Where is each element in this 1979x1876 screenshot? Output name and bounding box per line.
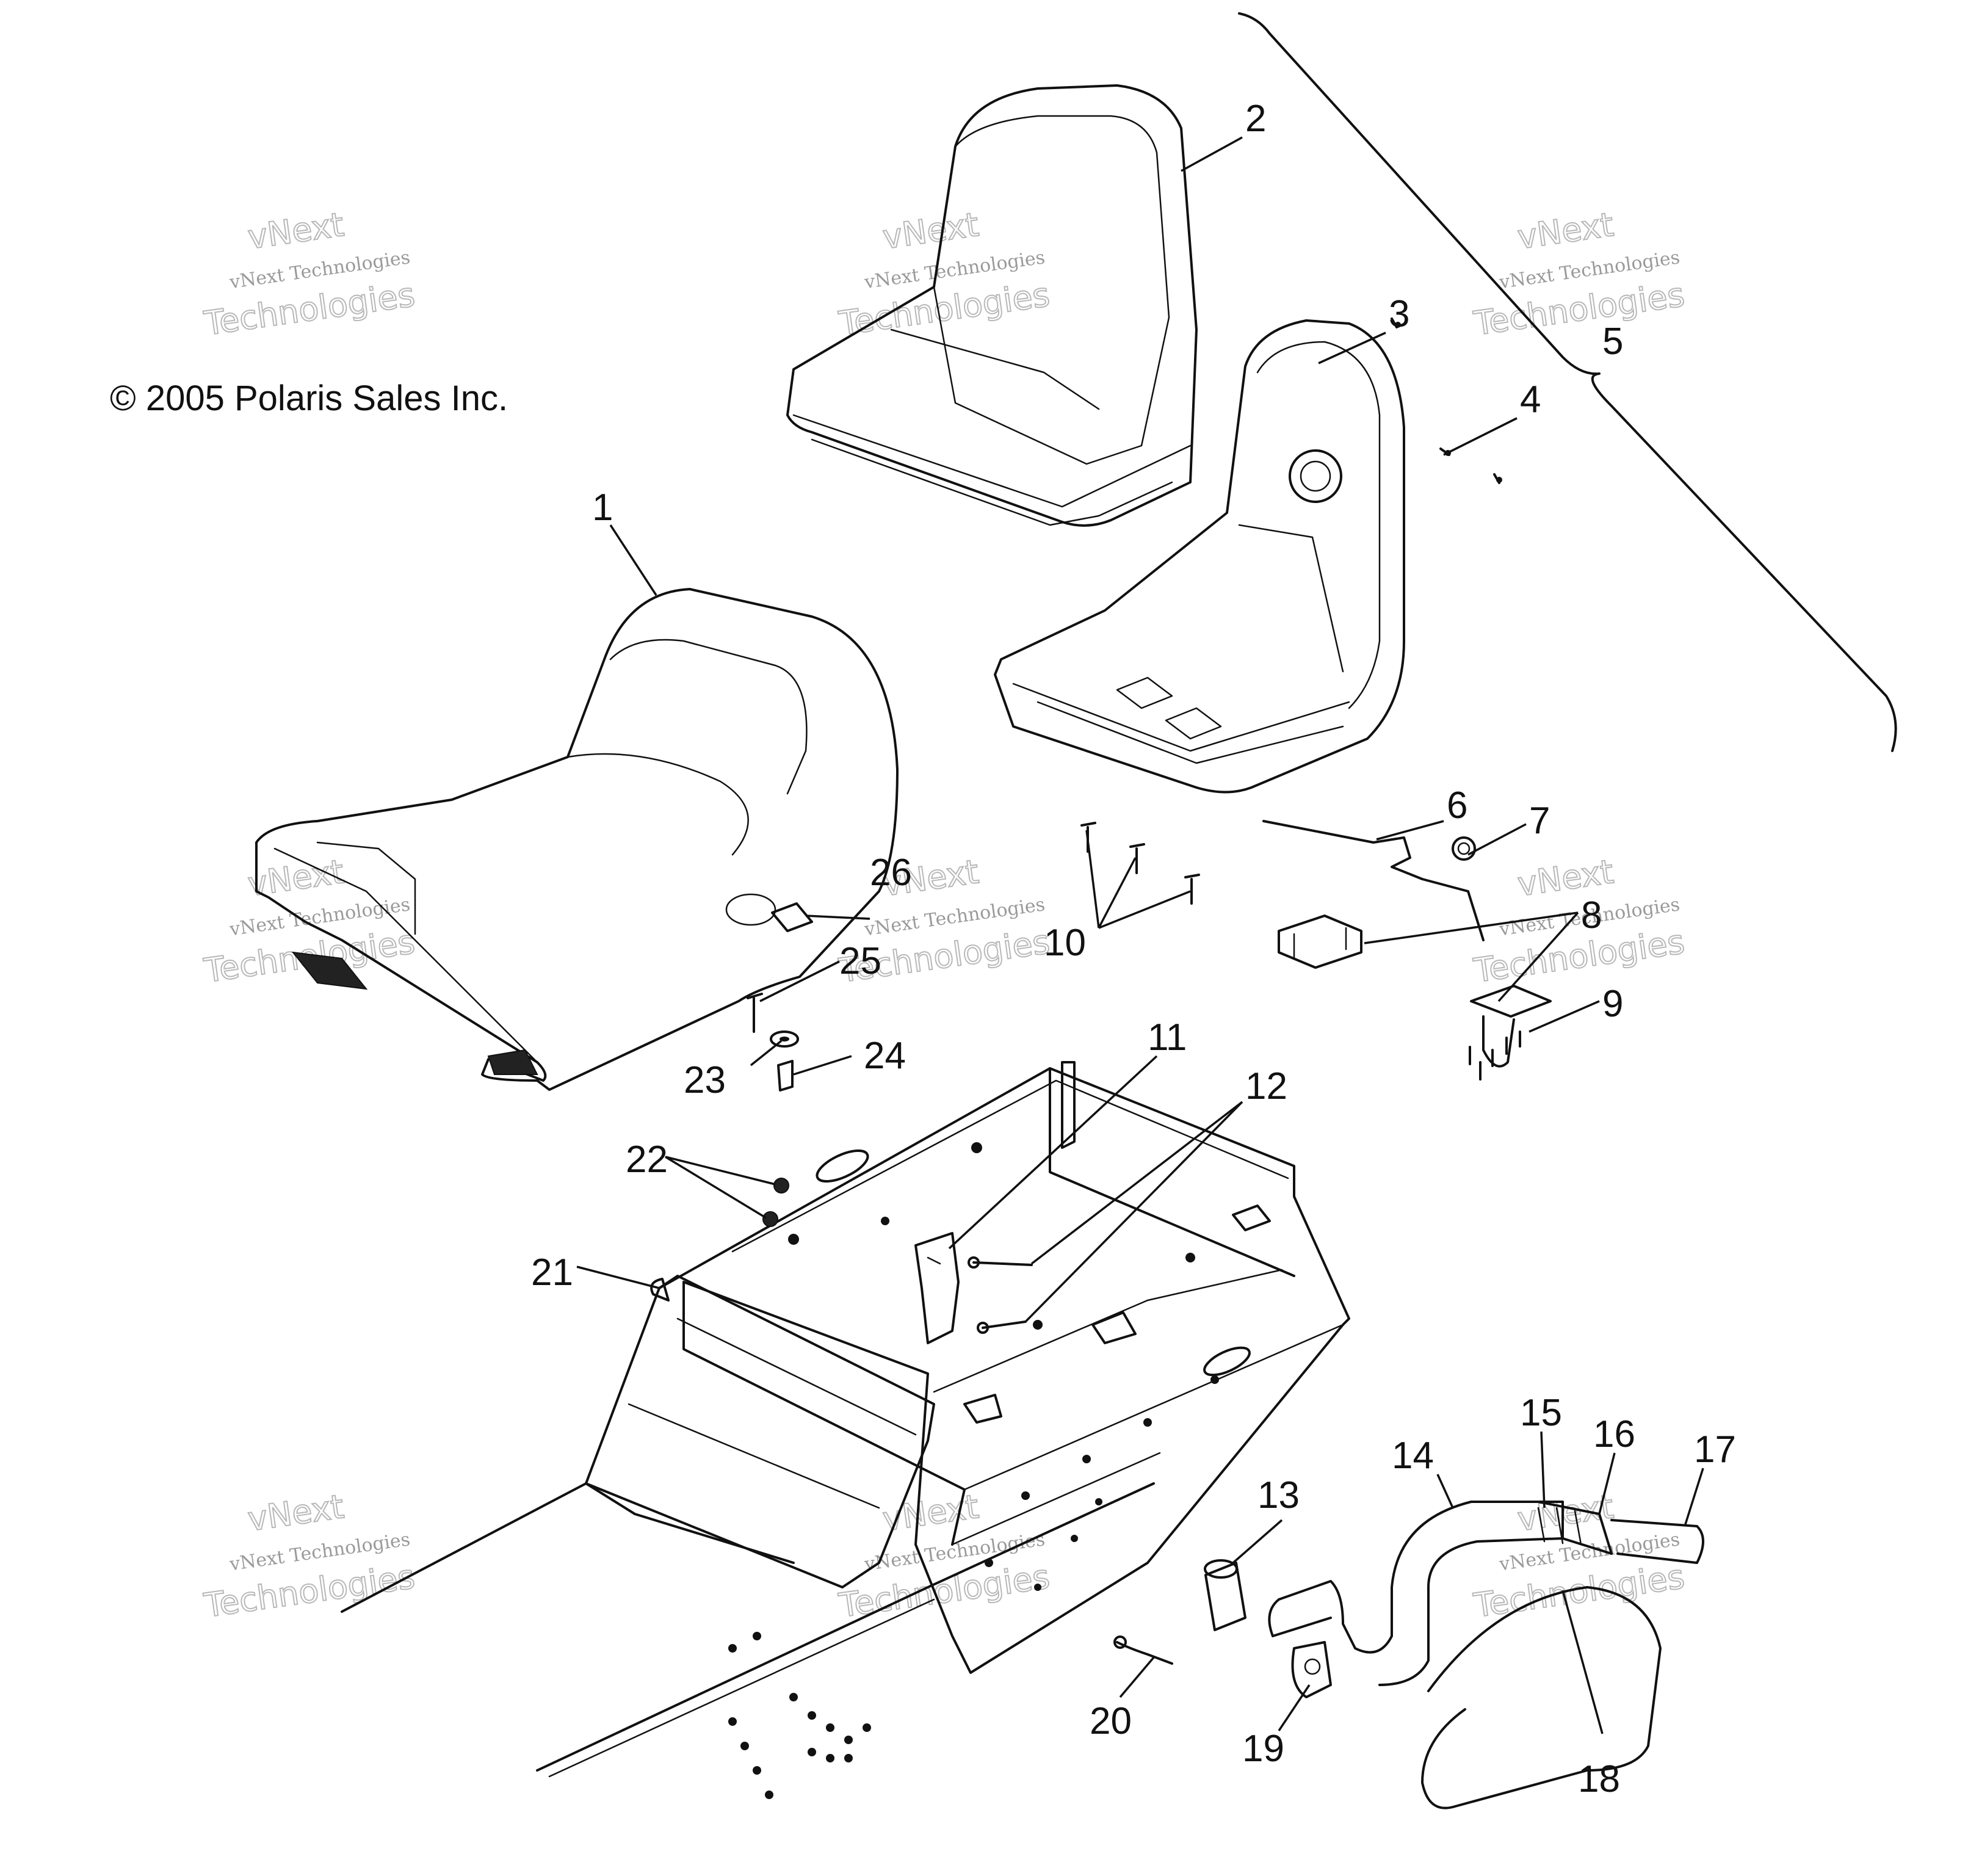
watermark: vNext vNext Technologies Technologies [836, 205, 1052, 344]
bolts-10 [1080, 822, 1200, 905]
svg-text:vNext: vNext [245, 852, 346, 904]
watermark: vNext vNext Technologies Technologies [201, 205, 418, 344]
svg-text:vNext: vNext [880, 1487, 981, 1538]
svg-text:vNext: vNext [880, 205, 981, 256]
cable [1113, 1635, 1173, 1665]
callout-12: 12 [1245, 1065, 1287, 1107]
callout-26: 26 [870, 852, 912, 894]
callout-16: 16 [1593, 1413, 1635, 1455]
callout-24: 24 [864, 1035, 906, 1077]
callout-17: 17 [1694, 1429, 1736, 1471]
handle-pad [1421, 1586, 1662, 1809]
seat-latch [771, 902, 813, 932]
callout-5: 5 [1602, 321, 1623, 363]
callout-22: 22 [626, 1139, 668, 1181]
callout-7: 7 [1529, 800, 1550, 842]
group-bracket [1238, 12, 1897, 752]
callout-14: 14 [1392, 1435, 1434, 1477]
callout-9: 9 [1602, 983, 1623, 1025]
watermark: vNext vNext Technologies Technologies [1471, 205, 1687, 344]
chassis-tunnel [658, 1061, 1350, 1674]
callout-1: 1 [592, 487, 613, 529]
callout-numbers: 1 2 3 4 5 6 7 8 9 10 11 12 13 14 15 16 1… [531, 98, 1736, 1800]
svg-text:vNext: vNext [1515, 1487, 1616, 1538]
seat-cushion [786, 84, 1198, 527]
hinge-pins [968, 1256, 1033, 1334]
seat-base [994, 319, 1405, 794]
svg-text:vNext: vNext [245, 1487, 346, 1538]
svg-text:vNext: vNext [245, 205, 346, 256]
callout-11: 11 [1148, 1016, 1187, 1059]
watermark: vNext vNext Technologies Technologies [201, 1487, 418, 1626]
clamp [1291, 1641, 1332, 1698]
callout-18: 18 [1578, 1758, 1620, 1800]
seat-latch-boss [1289, 449, 1342, 503]
latch-brackets [1278, 914, 1552, 1068]
hinge [914, 1232, 960, 1344]
nuts [762, 1178, 789, 1227]
spring [1452, 836, 1476, 861]
bushing [1204, 1559, 1246, 1631]
callout-10: 10 [1044, 922, 1086, 964]
fasteners-23-25 [747, 993, 799, 1092]
copyright-notice: © 2005 Polaris Sales Inc. [110, 378, 508, 418]
callout-15: 15 [1520, 1392, 1562, 1434]
callout-8: 8 [1581, 894, 1602, 936]
main-seat [255, 588, 899, 1091]
leader-lines [576, 136, 1704, 1734]
callout-19: 19 [1242, 1728, 1284, 1770]
callout-2: 2 [1245, 98, 1266, 140]
callout-21: 21 [531, 1251, 573, 1294]
rear-bumper [585, 1275, 935, 1588]
callout-20: 20 [1090, 1700, 1132, 1742]
running-board [341, 1482, 1155, 1799]
screws-9 [1469, 1030, 1521, 1081]
callout-13: 13 [1257, 1474, 1300, 1516]
svg-text:vNext: vNext [1515, 205, 1616, 256]
grab-handle [1268, 1501, 1704, 1686]
callout-23: 23 [684, 1059, 726, 1101]
latch-rod [1262, 820, 1485, 941]
callout-6: 6 [1447, 784, 1467, 827]
screws [1391, 317, 1502, 484]
callout-25: 25 [839, 940, 881, 982]
tunnel-holes [788, 1142, 1219, 1591]
callout-4: 4 [1520, 378, 1541, 421]
callout-3: 3 [1389, 293, 1409, 335]
watermark: vNext vNext Technologies Technologies [201, 852, 418, 991]
